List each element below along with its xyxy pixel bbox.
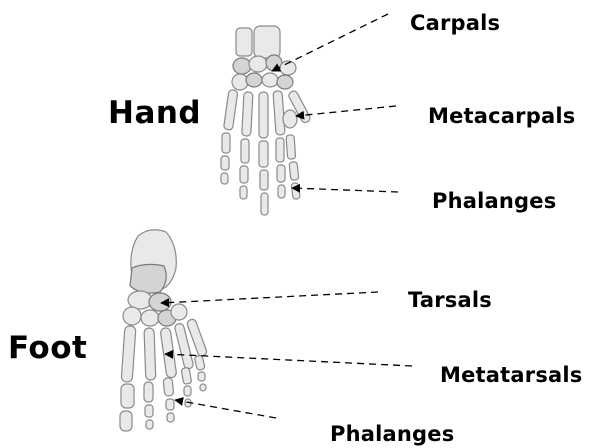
hand-phalanges-label: Phalanges [432, 191, 556, 212]
hand-phalanges-arrow [292, 188, 398, 192]
foot-skeleton [120, 230, 208, 431]
tarsals-arrow [161, 292, 378, 303]
tarsal-bones [123, 230, 187, 326]
foot-phalanges-arrow [175, 400, 276, 418]
metacarpals-label: Metacarpals [428, 106, 575, 127]
metacarpal-bones [223, 89, 311, 138]
hand-skeleton [221, 26, 311, 215]
metatarsals-label: Metatarsals [440, 365, 582, 386]
carpals-arrow [272, 14, 388, 71]
metacarpals-arrow [296, 106, 396, 116]
hand-title: Hand [108, 98, 201, 129]
carpals-label: Carpals [410, 13, 500, 34]
foot-phalanges-label: Phalanges [330, 424, 454, 445]
carpal-bones [232, 55, 296, 90]
tarsals-label: Tarsals [408, 290, 492, 311]
metatarsal-bones [121, 318, 208, 382]
foot-title: Foot [8, 333, 87, 364]
